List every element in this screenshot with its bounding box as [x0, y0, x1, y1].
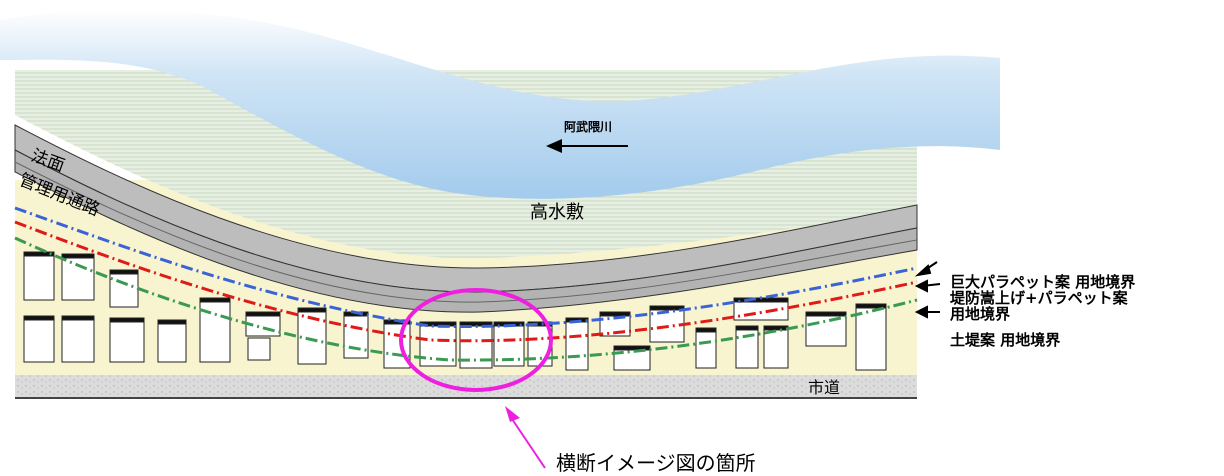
legend: 巨大パラペット案 用地境界 堤防嵩上げ+パラペット案 用地境界 土堤案 用地境界 [950, 274, 1220, 348]
management-road [14, 149, 918, 313]
floodplain-label: 高水敷 [530, 202, 584, 223]
legend-arrows [914, 261, 941, 319]
flow-arrow-icon [546, 139, 628, 153]
callout-ellipse [399, 288, 553, 392]
legend-item-parapet-large: 巨大パラペット案 用地境界 [950, 273, 1136, 291]
river-label: 阿武隈川 [564, 119, 612, 134]
boundary-earth-levee [14, 236, 918, 362]
legend-item-earth-levee: 土堤案 用地境界 [950, 331, 1061, 349]
callout-label: 横断イメージ図の箇所 [556, 451, 756, 475]
city-road [15, 375, 917, 398]
legend-item-raise-parapet: 堤防嵩上げ+パラペット案 [950, 289, 1128, 307]
boundary-raise-parapet [14, 220, 918, 343]
boundary-parapet-large [14, 206, 918, 329]
legend-item-raise-parapet-boundary: 用地境界 [950, 305, 1011, 323]
city-road-label: 市道 [808, 378, 840, 397]
callout-arrow-icon [505, 406, 546, 469]
river [0, 9, 1000, 199]
